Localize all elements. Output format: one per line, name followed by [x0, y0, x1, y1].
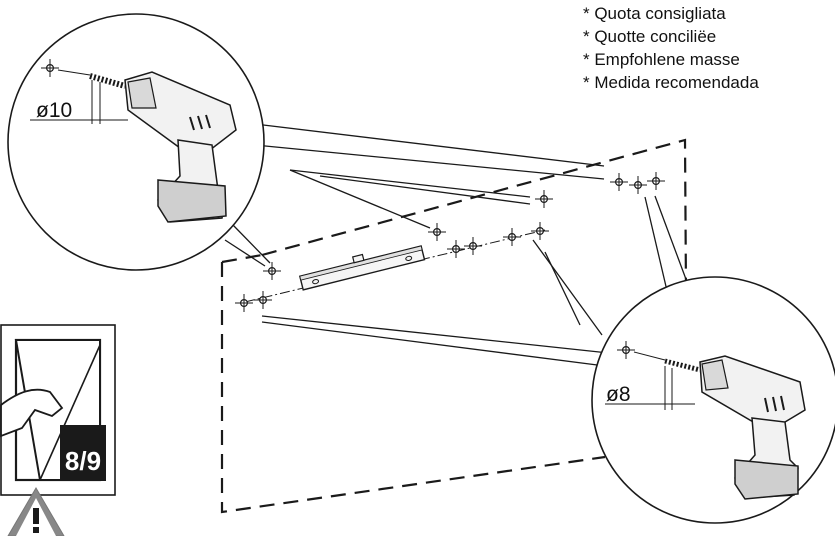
callout-lines-right	[261, 195, 691, 367]
note-french: * Quotte conciliëe	[583, 27, 717, 46]
note-italian: * Quota consigliata	[583, 4, 726, 23]
page-reference-icon: 8/9	[0, 324, 116, 496]
warning-triangle-icon	[7, 487, 65, 536]
page-reference-number: 8/9	[65, 446, 101, 476]
callout-lines-left	[224, 123, 605, 267]
right-detail-circle	[591, 276, 835, 524]
left-detail-circle	[7, 13, 265, 271]
recommended-dimensions-notes: * Quota consigliata * Quotte conciliëe *…	[583, 2, 835, 94]
leveling-line	[244, 229, 546, 303]
note-german: * Empfohlene masse	[583, 50, 740, 69]
right-drill-diameter-label: ø8	[606, 383, 631, 406]
spirit-level	[298, 245, 426, 291]
note-portuguese: * Medida recomendada	[583, 73, 759, 92]
left-drill-diameter-label: ø10	[36, 99, 72, 122]
